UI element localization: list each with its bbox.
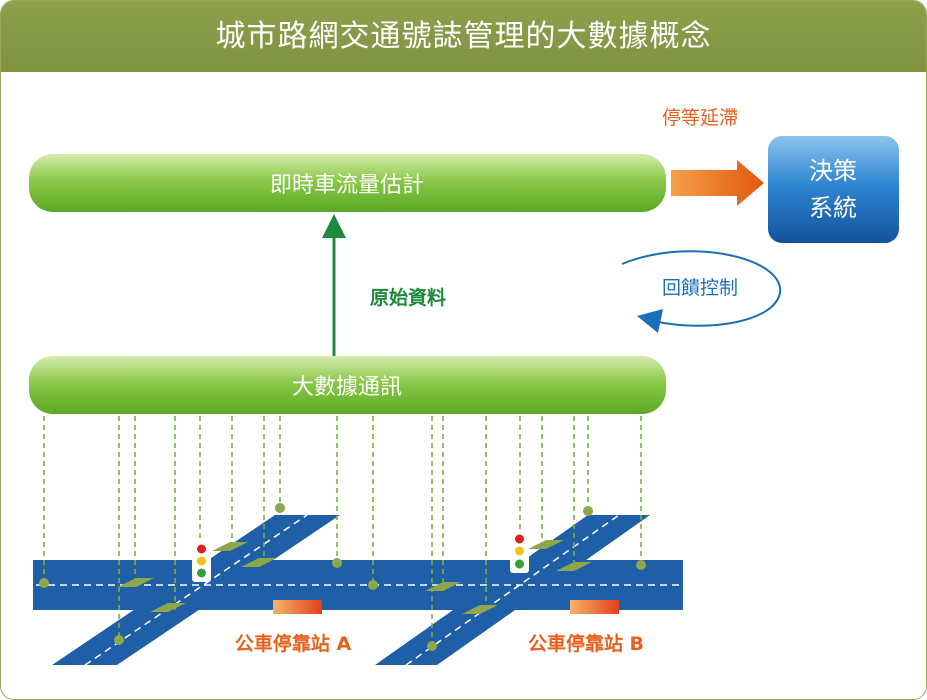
delay-arrow	[671, 160, 764, 206]
bus-stop-b-label: 公車停靠站 B	[528, 632, 644, 655]
sensor-node	[427, 641, 437, 651]
traffic-light-right	[510, 529, 529, 573]
feedback-label: 回饋控制	[662, 277, 738, 299]
traffic-light-left	[192, 539, 211, 582]
realtime-estimation-bar: 即時車流量估計	[29, 154, 666, 212]
diagram-title: 城市路網交通號誌管理的大數據概念	[215, 19, 712, 54]
sensor-connection-lines	[39, 416, 646, 651]
estimation-bar-label: 即時車流量估計	[270, 173, 424, 198]
road-sensor	[150, 603, 186, 612]
sensor-node	[636, 560, 646, 570]
raw-data-arrow	[322, 214, 346, 356]
big-data-bar: 大數據通訊	[29, 356, 666, 414]
decision-system-box: 決策 系統	[768, 136, 899, 243]
sensor-node	[39, 578, 49, 588]
road-sensor	[212, 542, 248, 551]
decision-box-line-1: 決策	[809, 157, 857, 185]
sensor-node	[114, 635, 124, 645]
feedback-loop: 回饋控制	[621, 250, 782, 333]
road-sensor	[118, 578, 154, 587]
feedback-arrowhead	[637, 309, 663, 333]
road-sensor	[425, 582, 461, 591]
sensor-node	[368, 580, 378, 590]
big-data-bar-label: 大數據通訊	[292, 375, 402, 400]
sensor-node	[275, 503, 285, 513]
sensor-node	[583, 506, 593, 516]
bus-stop-marker-a	[273, 600, 322, 614]
bus-stop-marker-b	[570, 600, 619, 614]
decision-box-line-2: 系統	[809, 194, 857, 222]
raw-data-label: 原始資料	[370, 286, 446, 309]
sensor-node	[332, 558, 342, 568]
road-sensor	[556, 562, 592, 571]
road-sensors	[118, 540, 592, 614]
title-banner: 城市路網交通號誌管理的大數據概念	[1, 1, 926, 72]
road-sensor	[528, 540, 564, 549]
road-sensor	[241, 558, 277, 567]
road-sensor	[462, 605, 498, 614]
delay-label: 停等延滯	[662, 107, 738, 129]
bus-stop-a-label: 公車停靠站 A	[235, 632, 352, 655]
